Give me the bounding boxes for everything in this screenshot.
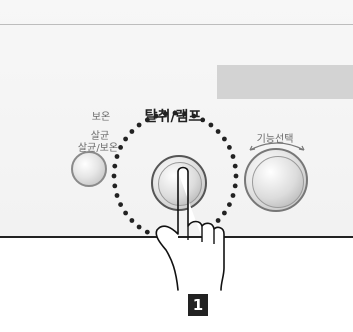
highlight-dot bbox=[129, 129, 135, 134]
highlight-dot bbox=[200, 117, 206, 123]
highlight-dot bbox=[118, 202, 123, 208]
highlight-dot bbox=[114, 154, 120, 159]
highlight-dot bbox=[222, 136, 227, 142]
panel-top-divider bbox=[0, 24, 353, 25]
highlight-dot bbox=[230, 154, 236, 159]
highlight-dot bbox=[172, 110, 178, 116]
highlight-dot bbox=[215, 218, 221, 223]
label-deodorize-lamp: 탈취/램프 bbox=[144, 109, 202, 125]
dial-arc-icon bbox=[249, 142, 305, 151]
highlight-dot bbox=[232, 163, 238, 169]
label-sterilize-keep-warm: 살균/보온 bbox=[77, 143, 119, 154]
highlight-dot bbox=[233, 173, 239, 179]
highlight-dot bbox=[112, 163, 118, 169]
highlight-dot bbox=[144, 117, 150, 123]
function-select-dial[interactable] bbox=[244, 148, 308, 212]
highlight-dot bbox=[112, 183, 118, 189]
highlight-dot bbox=[123, 136, 128, 142]
highlight-dot bbox=[182, 111, 187, 117]
highlight-dot bbox=[136, 224, 142, 230]
highlight-dot bbox=[136, 122, 142, 128]
label-function-select: 기능선택 bbox=[256, 134, 294, 145]
highlight-dot bbox=[114, 193, 120, 198]
highlight-dot bbox=[208, 122, 214, 128]
sterilize-keep-warm-button[interactable] bbox=[71, 151, 107, 187]
label-keep-warm: 보온 bbox=[91, 112, 111, 123]
step-number-badge: 1 bbox=[188, 294, 208, 316]
dial-face bbox=[252, 156, 304, 208]
highlight-dot bbox=[123, 210, 128, 216]
label-sterilize: 살균 bbox=[90, 131, 110, 142]
highlight-dot bbox=[191, 113, 197, 119]
highlight-dot bbox=[129, 218, 135, 223]
highlight-dot bbox=[153, 113, 159, 119]
deodorize-lamp-button[interactable] bbox=[151, 155, 207, 211]
highlight-dot bbox=[232, 183, 238, 189]
highlight-dot bbox=[227, 202, 232, 208]
highlight-dot bbox=[163, 111, 168, 117]
highlight-dot bbox=[144, 229, 150, 235]
highlight-dot bbox=[111, 173, 117, 179]
highlight-dot bbox=[222, 210, 227, 216]
highlight-dot bbox=[215, 129, 221, 134]
highlight-dot bbox=[230, 193, 236, 198]
display-window bbox=[217, 65, 353, 99]
highlight-dot bbox=[118, 145, 123, 150]
highlight-dot bbox=[227, 145, 232, 150]
